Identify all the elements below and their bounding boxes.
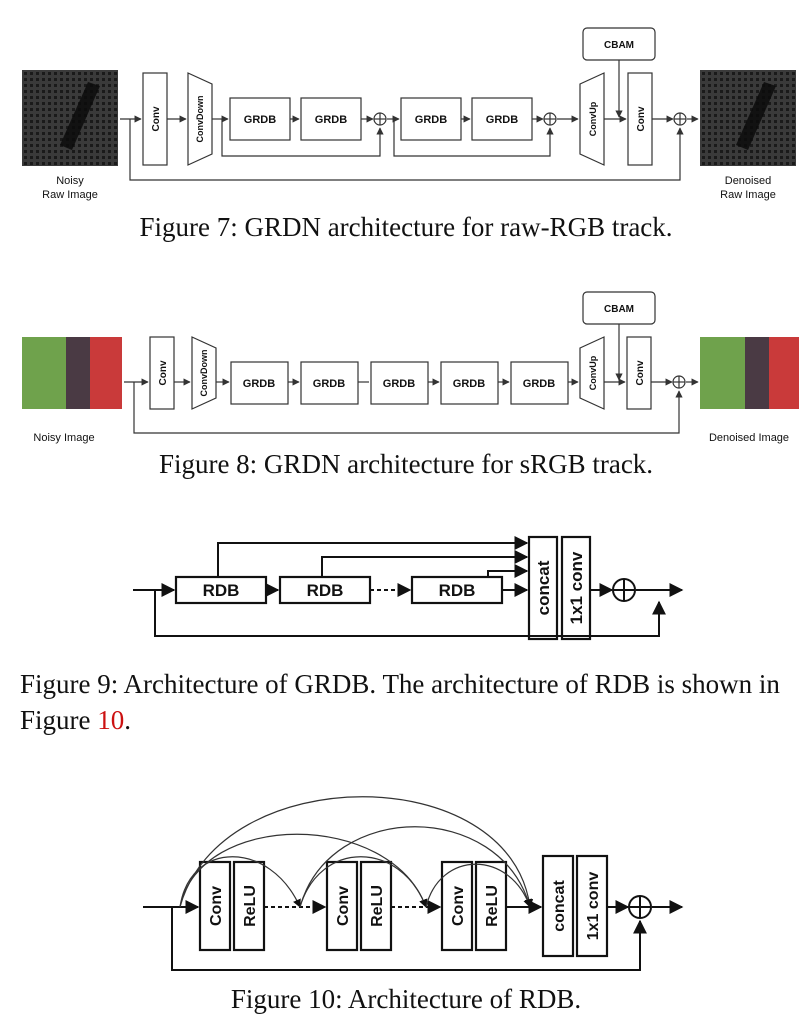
grdb-label-2: GRDB [315, 114, 347, 126]
grdb-block-4 [440, 361, 499, 405]
grdb-label-4: GRDB [453, 378, 485, 390]
figure-10-ref-link[interactable]: 10 [97, 705, 125, 735]
sum-node-2 [543, 112, 557, 126]
figure-7-connections [120, 60, 699, 181]
conv-label: Conv [158, 360, 169, 385]
sum-node [612, 578, 636, 602]
relu-block-1 [232, 860, 266, 952]
convdown-label: ConvDown [195, 96, 205, 143]
relu-label-2: ReLU [369, 885, 386, 927]
convup-block [579, 336, 605, 410]
conv-block-3 [440, 860, 474, 952]
rdb-block-3 [410, 575, 504, 605]
figure-10-connections [143, 796, 684, 971]
relu-block-2 [359, 860, 393, 952]
figure-9-connections [133, 536, 684, 637]
noisy-image [22, 337, 122, 409]
grdb-label-1: GRDB [243, 378, 275, 390]
grdb-label-5: GRDB [523, 378, 555, 390]
conv1x1-label: 1x1 conv [585, 872, 602, 941]
convup-label: ConvUp [588, 355, 598, 390]
cbam-label: CBAM [604, 40, 634, 51]
figure-8-diagram: Noisy Image Denoised Image Conv ConvDown… [22, 291, 799, 444]
conv1x1-block [560, 535, 592, 641]
convup-label: ConvUp [588, 101, 598, 136]
conv-label: Conv [151, 106, 162, 131]
output-label-raw-image: Raw Image [720, 189, 776, 201]
figure-9-diagram: RDB RDB RDB concat 1x1 conv [133, 535, 684, 641]
grdb-label-3: GRDB [383, 378, 415, 390]
sum-node [628, 895, 652, 919]
cbam-label: CBAM [604, 304, 634, 315]
conv1x1-label: 1x1 conv [567, 551, 586, 624]
rdb-label-2: RDB [307, 581, 344, 600]
conv-out-label: Conv [635, 360, 646, 385]
convdown-block [191, 336, 217, 410]
figure-10-diagram: Conv ReLU Conv ReLU Conv ReLU concat 1x1… [143, 796, 684, 971]
grdb-block-1 [230, 361, 289, 405]
sum-node [672, 375, 686, 389]
convup-block [579, 72, 605, 166]
grdb-block-3 [400, 97, 462, 141]
output-label-denoised: Denoised [725, 175, 771, 187]
denoised-image [700, 337, 799, 409]
figure-8-connections [124, 324, 699, 434]
conv-block [142, 72, 168, 166]
sum-node-1 [373, 112, 387, 126]
rdb-block-1 [174, 575, 268, 605]
grdb-block-4 [471, 97, 533, 141]
rdb-block-2 [278, 575, 372, 605]
noisy-image-label: Noisy Image [33, 432, 94, 444]
conv-label-3: Conv [450, 886, 467, 926]
grdb-label-3: GRDB [415, 114, 447, 126]
grdb-block-2 [300, 97, 362, 141]
denoised-raw-image [700, 70, 796, 166]
grdb-block-3 [370, 361, 429, 405]
input-label-raw-image: Raw Image [42, 189, 98, 201]
conv-block-1 [198, 860, 232, 952]
figure-9-caption-end: . [124, 705, 131, 735]
grdb-block-2 [300, 361, 359, 405]
grdb-label-4: GRDB [486, 114, 518, 126]
relu-label-1: ReLU [242, 885, 259, 927]
denoised-image-label: Denoised Image [709, 432, 789, 444]
relu-label-3: ReLU [484, 885, 501, 927]
concat-label: concat [534, 560, 553, 615]
concat-label: concat [551, 880, 568, 932]
rdb-label-1: RDB [203, 581, 240, 600]
convdown-block [187, 72, 213, 166]
rdb-label-3: RDB [439, 581, 476, 600]
noisy-raw-image [22, 70, 118, 166]
figure-10-caption: Figure 10: Architecture of RDB. [230, 984, 582, 1014]
grdb-block-5 [510, 361, 569, 405]
conv-block-out [626, 336, 652, 410]
conv-label-2: Conv [335, 886, 352, 926]
conv-out-label: Conv [636, 106, 647, 131]
conv-block-2 [325, 860, 359, 952]
figure-9-caption: Figure 9: Architecture of GRDB. The arch… [20, 666, 810, 738]
figure-9-caption-text: Figure 9: Architecture of GRDB. The arch… [20, 669, 780, 735]
sum-node-3 [673, 112, 687, 126]
concat-block [527, 535, 559, 641]
conv-block [149, 336, 175, 410]
convdown-label: ConvDown [199, 350, 209, 397]
figure-7-diagram: Noisy Raw Image Denoised Raw Image Conv … [22, 27, 796, 201]
conv-label-1: Conv [208, 886, 225, 926]
input-label-noisy: Noisy [56, 175, 84, 187]
figure-8-caption: Figure 8: GRDN architecture for sRGB tra… [158, 449, 654, 479]
concat-block [541, 854, 575, 958]
grdb-label-1: GRDB [244, 114, 276, 126]
figure-7-caption: Figure 7: GRDN architecture for raw-RGB … [139, 212, 673, 242]
grdb-label-2: GRDB [313, 378, 345, 390]
